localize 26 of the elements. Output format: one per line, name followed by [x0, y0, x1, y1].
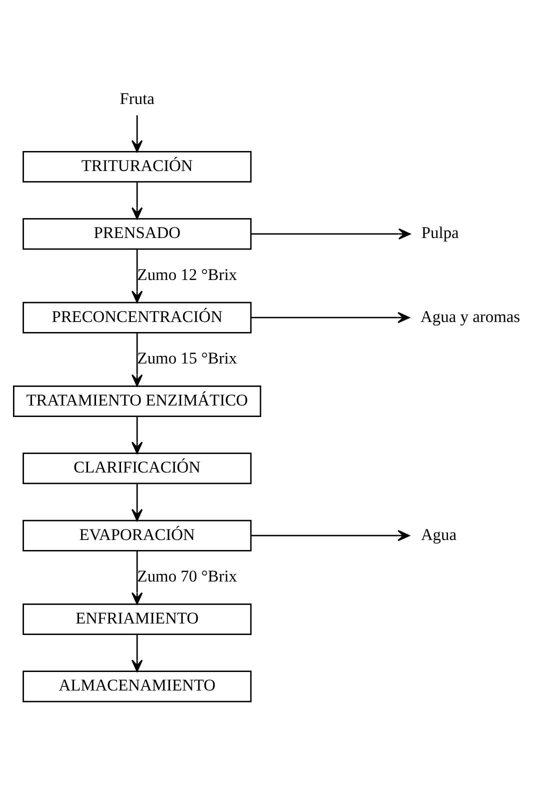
- arrow: [251, 530, 410, 542]
- arrow: [131, 484, 143, 522]
- arrow: [250, 312, 410, 324]
- node-text: Fruta: [120, 88, 154, 108]
- arrow: [131, 182, 143, 220]
- node-text: Agua: [420, 524, 457, 544]
- edge-label: Zumo 12 °Brix: [137, 265, 238, 284]
- node-text: Agua y aromas: [420, 306, 520, 326]
- arrow: [131, 249, 143, 303]
- node-box: PRECONCENTRACIÓN: [22, 302, 252, 334]
- node-box: EVAPORACIÓN: [22, 520, 252, 552]
- node-box: ALMACENAMIENTO: [22, 670, 252, 702]
- edge-label: Zumo 70 °Brix: [137, 566, 238, 586]
- node-box: CLARIFICACIÓN: [22, 452, 252, 484]
- arrow: [251, 228, 411, 240]
- node-box: PRENSADO: [22, 218, 252, 250]
- arrow: [131, 634, 143, 672]
- node-box: ENFRIAMIENTO: [22, 603, 252, 636]
- arrow: [131, 332, 143, 386]
- edge-label: Zumo 15 °Brix: [137, 348, 238, 368]
- node-text: Pulpa: [421, 223, 459, 242]
- arrow: [131, 416, 143, 454]
- arrow: [131, 115, 143, 152]
- node-box: TRITURACIÓN: [22, 150, 252, 183]
- arrow: [131, 550, 143, 604]
- node-box: TRATAMIENTO ENZIMÁTICO: [13, 385, 262, 417]
